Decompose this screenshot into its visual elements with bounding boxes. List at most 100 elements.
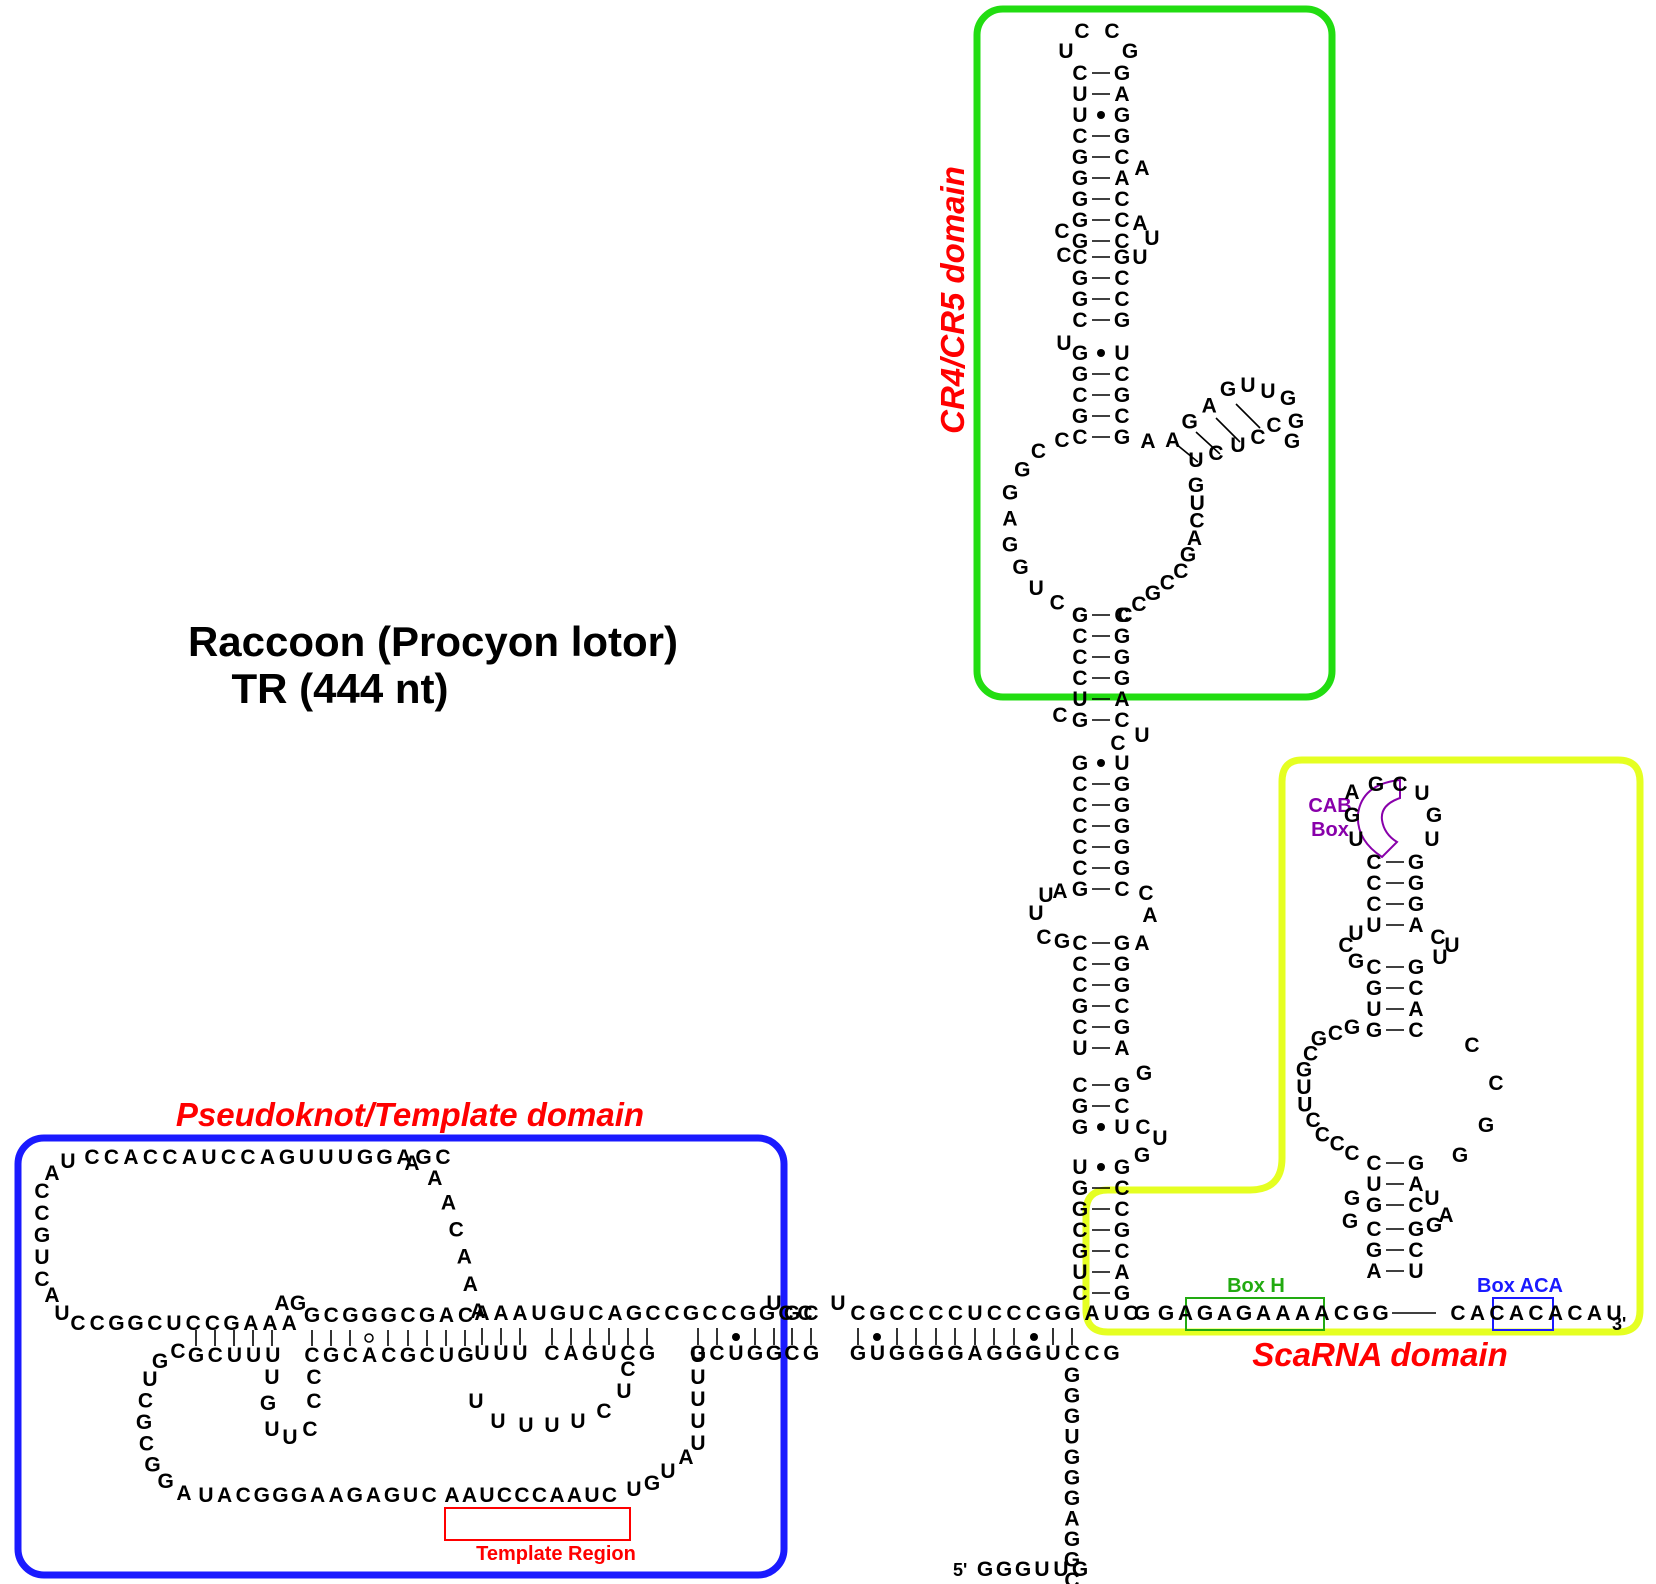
nt-p2-bottom: U [870,1342,885,1365]
nt-cr4-helix: U [1114,342,1129,365]
nt-cr4-helix: G [1072,342,1088,365]
noncanonical-pair-circle [364,1333,374,1343]
nt-pk-right: U [690,1366,705,1389]
nt-pk-upper: G [127,1312,143,1335]
nt-pk-upper: A [243,1312,258,1335]
nt-cr4-bulge: C [1054,220,1069,243]
nt-sca-helix: G [1408,1152,1424,1175]
nt-sca-helix: C [1408,977,1423,1000]
nt-pk-lower: G [323,1344,339,1367]
nt-stem: C [1072,625,1087,648]
nt-cr4-internal-loop: C [1117,604,1132,627]
nt-pk-upper: G [342,1304,358,1327]
nt-p2-top: C [588,1302,603,1325]
nt-cab-box: A [1344,781,1359,804]
nt-cr4-bulge: A [1134,157,1149,180]
cab-box-label-line-2: Box [1311,819,1349,841]
nt-stem: U [1072,1156,1087,1179]
nt-cr4-helix: G [1072,288,1088,311]
nt-pk-bottom: G [291,1484,307,1507]
box-aca-label: Box ACA [1477,1275,1563,1297]
nt-pk-left: C [34,1268,49,1291]
nt-sca-helix: C [1408,1194,1423,1217]
nt-p2-top: C [909,1302,924,1325]
nt-sca-internal-loop: U [1297,1093,1312,1116]
nt-stem: C [1114,1240,1129,1263]
nt-stem: G [1134,1144,1150,1167]
nt-pk-bottom: U [198,1484,213,1507]
nt-cr4-internal-loop: C [1160,571,1175,594]
three-prime-label: 3' [1612,1314,1626,1334]
nt-p2-top: G [1045,1302,1061,1325]
nt-stem: G [1114,932,1130,955]
nt-sca-helix: A [1366,1260,1381,1283]
nt-p2-bottom: C [784,1342,799,1365]
nt-pk-loop: G [415,1146,431,1169]
nt-pk-right: U [690,1388,705,1411]
nt-p2-bottom: G [947,1342,963,1365]
nt-three-prime-tail: A [1295,1302,1310,1325]
nt-stem: G [1072,604,1088,627]
nt-pk-left-loop: G [144,1453,160,1476]
nt-sca-loop: G [1426,804,1442,827]
nt-cr4-helix: C [1072,246,1087,269]
nt-cr4-p6: C [1250,426,1265,449]
nt-pk-left-loop: C [138,1389,153,1412]
nt-cr4-internal-loop: G [1012,556,1028,579]
base-pair-bond [1235,403,1261,429]
nt-stem: C [1072,857,1087,880]
nt-stem: G [1114,1282,1130,1305]
nt-sca-internal-loop: C [1330,1133,1345,1156]
nt-cr4-loop: C [1074,20,1089,43]
nt-cr4-internal-loop: G [1002,482,1018,505]
nt-pk-uloop: U [570,1410,585,1433]
nt-pk-loop: C [104,1146,119,1169]
nt-pk-upper: C [90,1312,105,1335]
nt-p2-top: A [474,1302,489,1325]
nt-p2-top: C [987,1302,1002,1325]
nt-pk-loop: C [84,1146,99,1169]
nt-pk-uloop: U [518,1414,533,1437]
nt-pk-lower: G [152,1350,168,1373]
nt-cr4-helix: G [1072,363,1088,386]
nt-pk-right: U [690,1344,705,1367]
nt-pk-left: U [34,1246,49,1269]
nt-stem: U [1072,1037,1087,1060]
nt-cr4-p6: A [1140,430,1155,453]
nt-sca-helix: U [1366,1173,1381,1196]
nt-pk-lower: C [170,1340,185,1363]
nt-stem: G [1114,836,1130,859]
nt-p2-bottom: G [908,1342,924,1365]
nt-cr4-helix: U [1072,83,1087,106]
nt-cr4-helix: G [1072,188,1088,211]
nt-p2-bottom: A [967,1342,982,1365]
nt-cr4-helix: G [1072,146,1088,169]
nt-stem: U [1038,884,1053,907]
nt-pk-upper: G [361,1304,377,1327]
box-aca-outline [1492,1297,1554,1331]
nt-stem: U [1072,688,1087,711]
nt-pk-upper: G [108,1312,124,1335]
nt-sca-helix: U [1366,998,1381,1021]
nt-stem: G [1114,953,1130,976]
nt-p2-top: C [797,1302,812,1325]
title-line-1: Raccoon (Procyon lotor) [188,618,678,665]
nt-cr4-p6: U [1260,380,1275,403]
nt-pk-loop: A [427,1167,442,1190]
pseudoknot-domain-box [14,1134,788,1579]
nt-stem: G [1114,646,1130,669]
nt-p2-top: U [1104,1302,1119,1325]
nt-sca-internal-loop: C [1303,1043,1318,1066]
nt-pk-left-loop: U [142,1368,157,1391]
nt-stem: G [1054,930,1070,953]
nt-p2-top: G [784,1302,800,1325]
nt-three-prime-tail: G [1158,1302,1174,1325]
nt-p2-bottom: C [620,1342,635,1365]
nt-pk-left: C [34,1202,49,1225]
nt-pk-right: U [626,1478,641,1501]
nt-five-prime-tail: G [977,1558,993,1581]
nt-three-prime-tail: A [1470,1302,1485,1325]
cr4-cr5-domain-label: CR4/CR5 domain [934,166,971,434]
nt-pk-upper: G [381,1304,397,1327]
nt-cr4-helix: C [1114,267,1129,290]
